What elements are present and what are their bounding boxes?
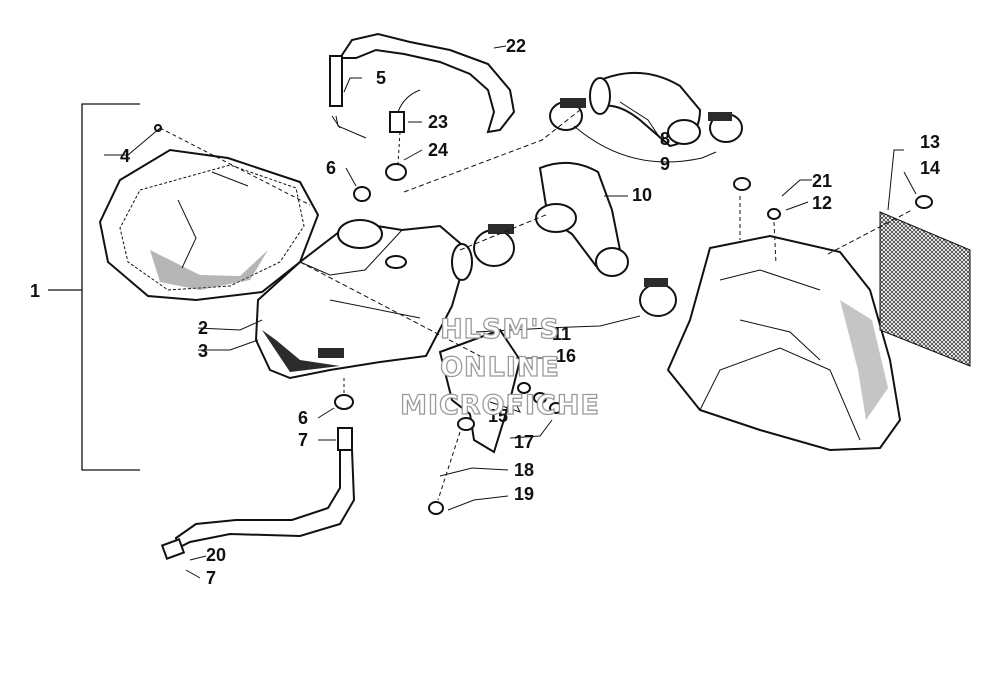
clamp-upper-right bbox=[708, 112, 743, 143]
label-1: 1 bbox=[30, 281, 40, 301]
label-13: 13 bbox=[920, 132, 940, 152]
label-17: 17 bbox=[514, 432, 534, 452]
watermark-line-3: MICROFICHE bbox=[400, 390, 600, 421]
part-labels: 1 2 3 4 5 6 6 7 7 8 9 10 11 12 13 14 15 … bbox=[30, 36, 940, 588]
drain-hose bbox=[160, 427, 356, 560]
label-2: 2 bbox=[198, 318, 208, 338]
hardware bbox=[154, 124, 933, 515]
label-18: 18 bbox=[514, 460, 534, 480]
label-23: 23 bbox=[428, 112, 448, 132]
label-24: 24 bbox=[428, 140, 448, 160]
label-7a: 7 bbox=[298, 430, 308, 450]
label-7b: 7 bbox=[206, 568, 216, 588]
mesh-screen bbox=[879, 211, 971, 367]
assembly-bracket bbox=[48, 103, 140, 471]
mounting-bracket bbox=[438, 328, 522, 454]
clamp-upper-left bbox=[549, 98, 586, 131]
label-5: 5 bbox=[376, 68, 386, 88]
lower-elbow-hose bbox=[473, 161, 677, 317]
upper-elbow-hose bbox=[549, 72, 743, 148]
label-4: 4 bbox=[120, 146, 130, 166]
watermark-line-1: HLSM'S bbox=[440, 314, 560, 345]
label-12: 12 bbox=[812, 193, 832, 213]
label-19: 19 bbox=[514, 484, 534, 504]
grommet-6-top bbox=[353, 186, 371, 202]
sensor bbox=[389, 89, 421, 133]
airbox-cover bbox=[98, 148, 320, 302]
label-11: 11 bbox=[552, 324, 571, 344]
label-9: 9 bbox=[660, 154, 670, 174]
airbox-housing bbox=[666, 234, 902, 452]
label-15: 15 bbox=[488, 406, 508, 426]
label-3: 3 bbox=[198, 341, 208, 361]
watermark: HLSM'S ONLINE MICROFICHE bbox=[399, 313, 600, 421]
label-20: 20 bbox=[206, 545, 226, 565]
label-8: 8 bbox=[660, 129, 670, 149]
label-22: 22 bbox=[506, 36, 526, 56]
label-14: 14 bbox=[920, 158, 940, 178]
clamp-mid-right bbox=[639, 278, 677, 317]
label-6a: 6 bbox=[326, 158, 336, 178]
airbox-body bbox=[254, 219, 473, 380]
watermark-line-2: ONLINE bbox=[440, 352, 560, 383]
label-10: 10 bbox=[632, 185, 652, 205]
label-16: 16 bbox=[556, 346, 576, 366]
vent-hose bbox=[338, 32, 516, 134]
clamp-mid-left bbox=[473, 224, 515, 267]
grommet-6-bottom bbox=[334, 394, 354, 410]
leader-lines bbox=[104, 45, 917, 579]
grommet-24 bbox=[385, 163, 407, 181]
label-21: 21 bbox=[812, 171, 832, 191]
label-6b: 6 bbox=[298, 408, 308, 428]
